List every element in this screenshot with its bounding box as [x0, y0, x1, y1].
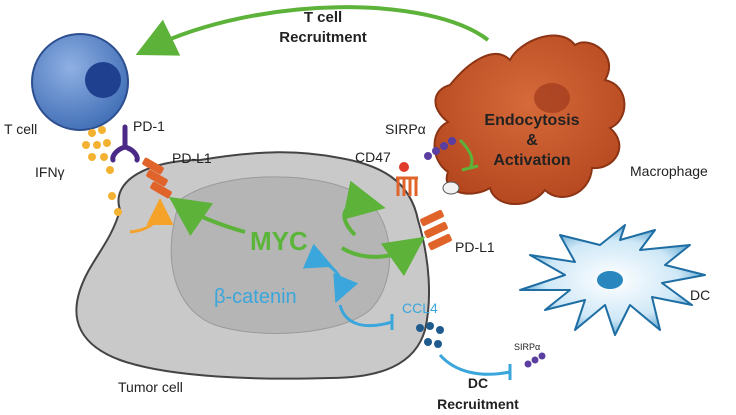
myc-label: MYC: [250, 226, 308, 256]
sirp-alpha-receptor: [424, 137, 456, 160]
t-cell-recruitment-label-2: Recruitment: [279, 29, 367, 46]
pd1-receptor: [110, 124, 140, 163]
macrophage-nucleus: [534, 83, 570, 113]
pd-l1-right-label: PD-L1: [455, 239, 495, 255]
t-cell-recruitment-arrow: [135, 5, 490, 56]
dc-recruitment-inhibition: [438, 353, 512, 380]
ccl4-label: CCL4: [402, 300, 438, 316]
t-cell-recruitment-label-1: T cell: [304, 9, 342, 26]
ifn-gamma-label: IFNγ: [35, 164, 65, 180]
endocytosis-label-3: Activation: [493, 152, 570, 169]
macrophage-label: Macrophage: [630, 163, 708, 179]
sirp-alpha-small-label: SIRPα: [514, 342, 540, 352]
t-cell-nucleus: [85, 62, 121, 98]
pd-l1-left-label: PD-L1: [172, 150, 212, 166]
t-cell-label: T cell: [4, 121, 37, 137]
cd47-receptor: [396, 162, 418, 196]
cd47-label: CD47: [355, 149, 391, 165]
myc-arrow-loop: [342, 180, 386, 237]
endocytosis-label-1: Endocytosis: [484, 112, 579, 129]
myc-arrow-to-pd-l1-left: [168, 196, 246, 237]
macrophage: [433, 34, 626, 205]
endocytosis-label-2: &: [526, 132, 538, 149]
dc-label: DC: [690, 287, 710, 303]
beta-catenin-label: β-catenin: [214, 286, 297, 308]
beta-catenin-inhibit-ccl4: [338, 304, 394, 330]
tumor-cell-label: Tumor cell: [118, 379, 183, 395]
t-cell: [31, 33, 129, 131]
dc-sirp-alpha: [524, 352, 546, 368]
ifn-arrow: [129, 198, 174, 234]
dc-nucleus: [597, 271, 623, 289]
sirp-alpha-label: SIRPα: [385, 121, 426, 137]
ifn-gamma-dots: [82, 126, 122, 216]
dc-recruitment-label-1: DC: [468, 375, 488, 391]
pd-l1-left-receptor: [142, 157, 172, 199]
pd-l1-right-receptor: [420, 209, 452, 251]
inhibition-line: [458, 138, 479, 172]
pd1-label: PD-1: [133, 118, 165, 134]
beta-catenin-myc-arrow: [302, 243, 359, 304]
phagocytosed-particle: [442, 181, 460, 195]
dc-recruitment-label-2: Recruitment: [437, 396, 519, 412]
ccl4-dots: [416, 322, 444, 348]
